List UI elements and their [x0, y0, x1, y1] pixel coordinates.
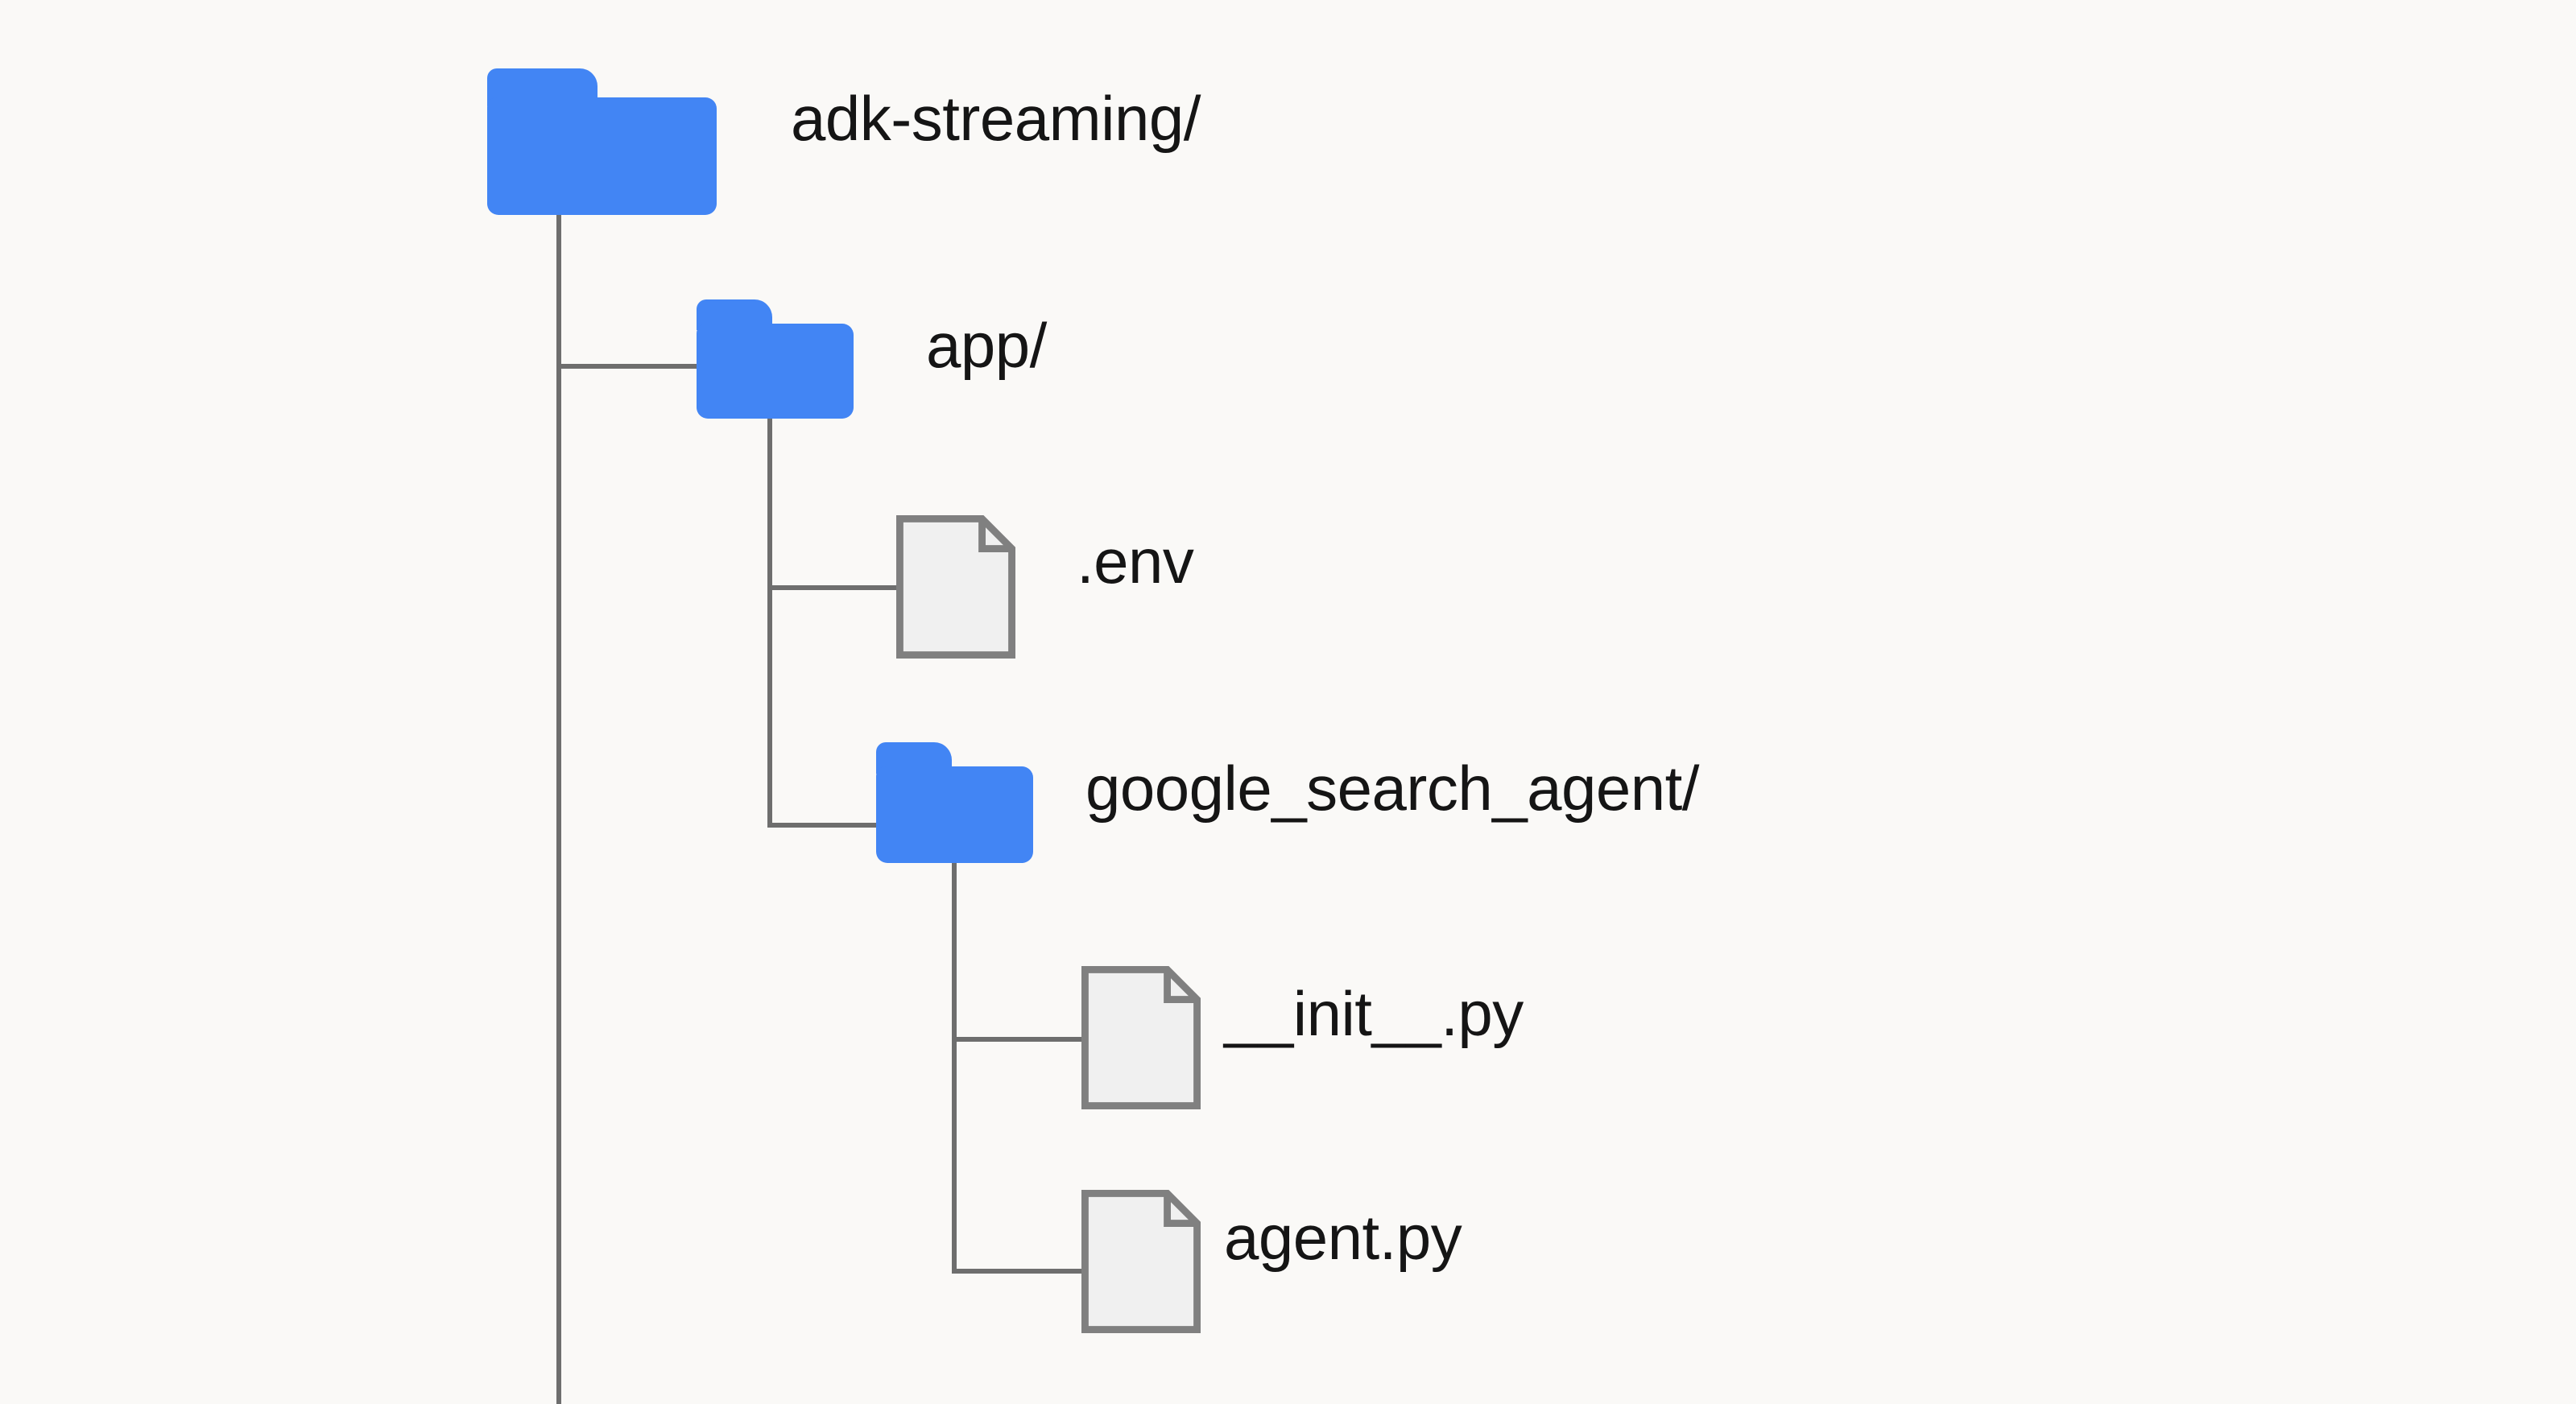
- file-glyph: [1081, 1190, 1201, 1333]
- connector-root-spine: [556, 213, 561, 1404]
- folder-body: [487, 97, 717, 215]
- connector-root-to-app: [556, 364, 701, 369]
- folder-body: [697, 323, 854, 419]
- file-icon[interactable]: [896, 515, 1015, 659]
- connector-google-search-agent-spine: [952, 863, 957, 1274]
- tree-node-label-agent-py[interactable]: agent.py: [1224, 1202, 1462, 1273]
- folder-icon[interactable]: [487, 68, 717, 215]
- folder-icon[interactable]: [697, 299, 854, 419]
- connector-app-to-google-search-agent: [767, 823, 881, 828]
- tree-node-label-google-search-agent[interactable]: google_search_agent/: [1085, 753, 1699, 824]
- tree-node-label-adk-streaming[interactable]: adk-streaming/: [791, 83, 1201, 154]
- connector-google-search-agent-to-agent: [952, 1269, 1086, 1274]
- tree-node-label-app[interactable]: app/: [926, 310, 1047, 381]
- connector-app-spine: [767, 419, 772, 828]
- tree-node-label-env[interactable]: .env: [1077, 526, 1194, 597]
- file-icon[interactable]: [1081, 966, 1201, 1109]
- folder-icon[interactable]: [876, 742, 1033, 863]
- tree-node-label-init-py[interactable]: __init__.py: [1224, 978, 1524, 1049]
- connector-google-search-agent-to-init: [952, 1037, 1086, 1042]
- file-icon[interactable]: [1081, 1190, 1201, 1333]
- connector-app-to-env: [767, 585, 901, 590]
- file-glyph: [1081, 966, 1201, 1109]
- folder-body: [876, 766, 1033, 863]
- file-glyph: [896, 515, 1015, 659]
